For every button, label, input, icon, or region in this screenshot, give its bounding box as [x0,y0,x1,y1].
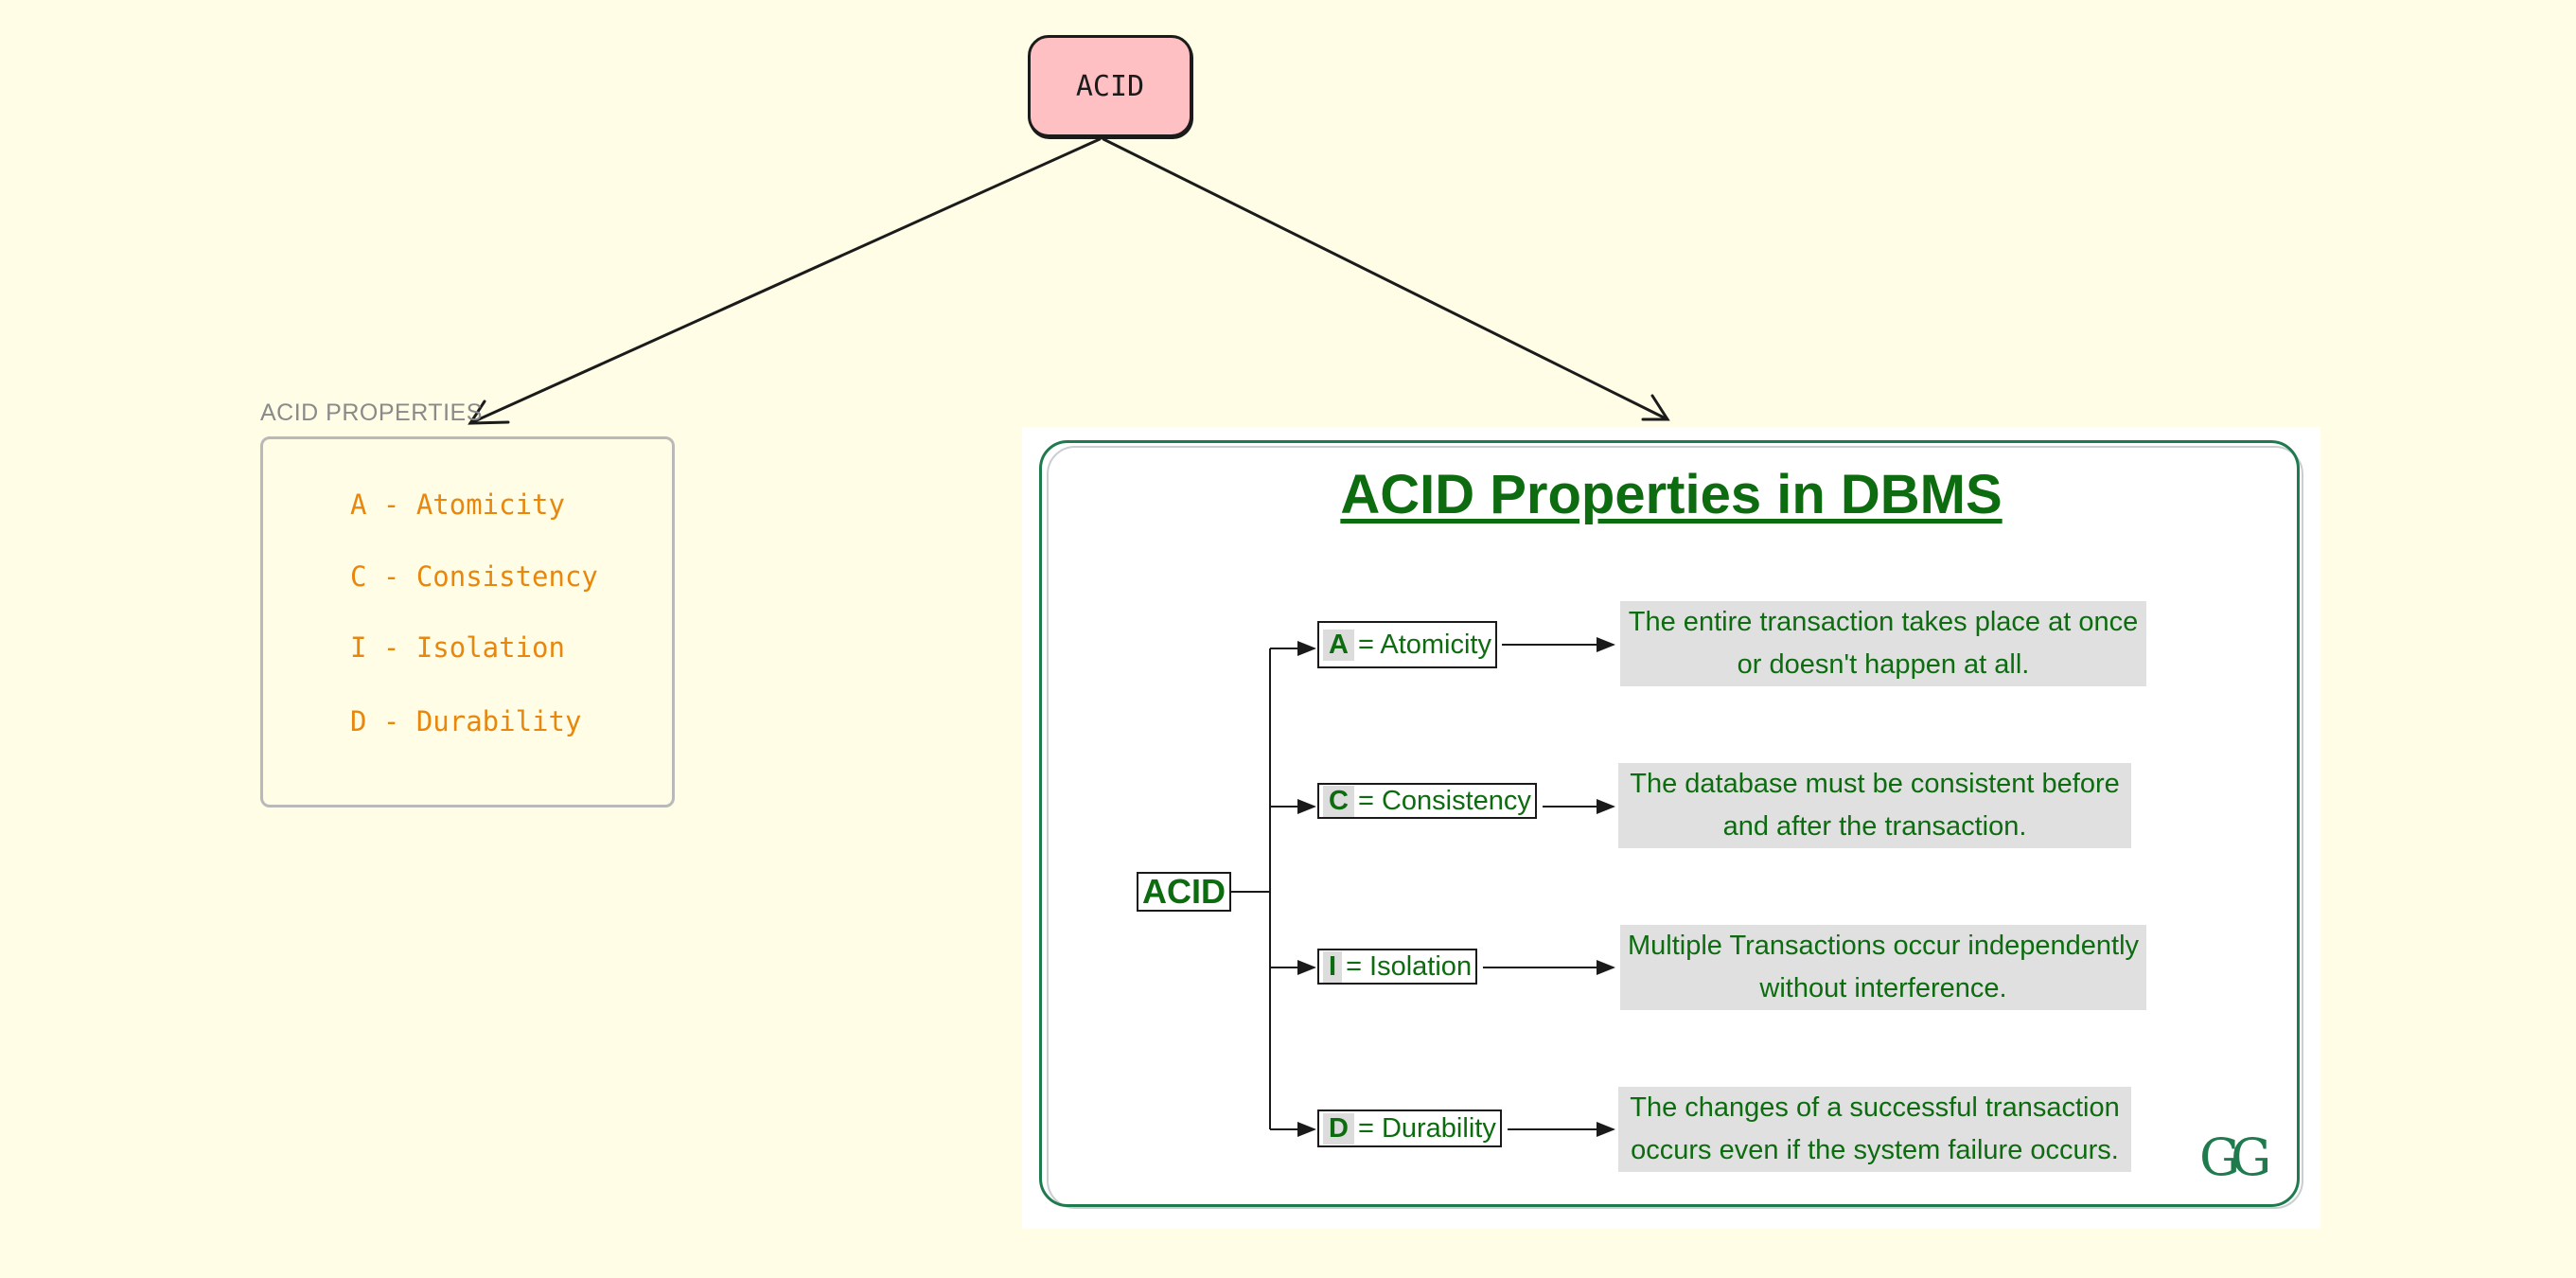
card-border [1039,440,2300,1207]
desc-atomicity: The entire transaction takes place at on… [1620,601,2146,686]
desc-durability: The changes of a successful transaction … [1618,1087,2131,1172]
term-letter: D [1323,1112,1354,1145]
frame-item-isolation[interactable]: I - Isolation [350,631,565,664]
desc-isolation: Multiple Transactions occur independentl… [1620,925,2146,1010]
term-box-durability: D = Durability [1317,1109,1502,1147]
trunk-line [1231,648,1271,1129]
term-letter: I [1323,950,1343,983]
desc-line: or doesn't happen at all. [1737,649,2030,680]
acid-properties-image[interactable]: ACID Properties in DBMS ACID A = Atomici… [1022,427,2320,1229]
card-title: ACID Properties in DBMS [1340,464,2003,525]
frame-item-consistency[interactable]: C - Consistency [350,560,598,593]
frame-item-atomicity[interactable]: A - Atomicity [350,488,565,521]
card-acid-box: ACID [1137,872,1231,912]
desc-line: without interference. [1759,973,2007,1003]
frame-title: ACID PROPERTIES [260,399,483,426]
term-label: = Durability [1357,1112,1496,1144]
desc-line: The entire transaction takes place at on… [1628,607,2139,637]
desc-consistency: The database must be consistent before a… [1618,763,2131,848]
arrow-head-card [1641,394,1670,421]
frame-item-durability[interactable]: D - Durability [350,705,582,737]
arrow-to-card [1102,137,1669,421]
desc-line: The database must be consistent before [1630,769,2120,799]
acid-root-label: ACID [1075,69,1145,103]
term-letter: C [1323,785,1354,817]
acid-properties-frame[interactable]: A - Atomicity C - Consistency I - Isolat… [260,436,675,808]
desc-line: Multiple Transactions occur independentl… [1627,931,2140,961]
term-box-atomicity: A = Atomicity [1317,621,1497,668]
term-label: = Isolation [1346,950,1473,982]
term-box-isolation: I = Isolation [1317,949,1478,985]
card-connector-lines [1231,637,1615,1137]
term-label: = Consistency [1357,785,1531,816]
arrow-to-frame [468,137,1102,425]
term-box-consistency: C = Consistency [1317,783,1537,819]
card-border-shadow [1047,446,2303,1209]
gfg-logo-icon: GG [2199,1127,2271,1187]
desc-line: and after the transaction. [1722,811,2027,842]
term-letter: A [1323,629,1354,661]
desc-line: occurs even if the system failure occurs… [1631,1135,2119,1165]
acid-root-node[interactable]: ACID [1028,35,1192,137]
desc-line: The changes of a successful transaction [1630,1092,2120,1123]
term-label: = Atomicity [1357,629,1491,660]
